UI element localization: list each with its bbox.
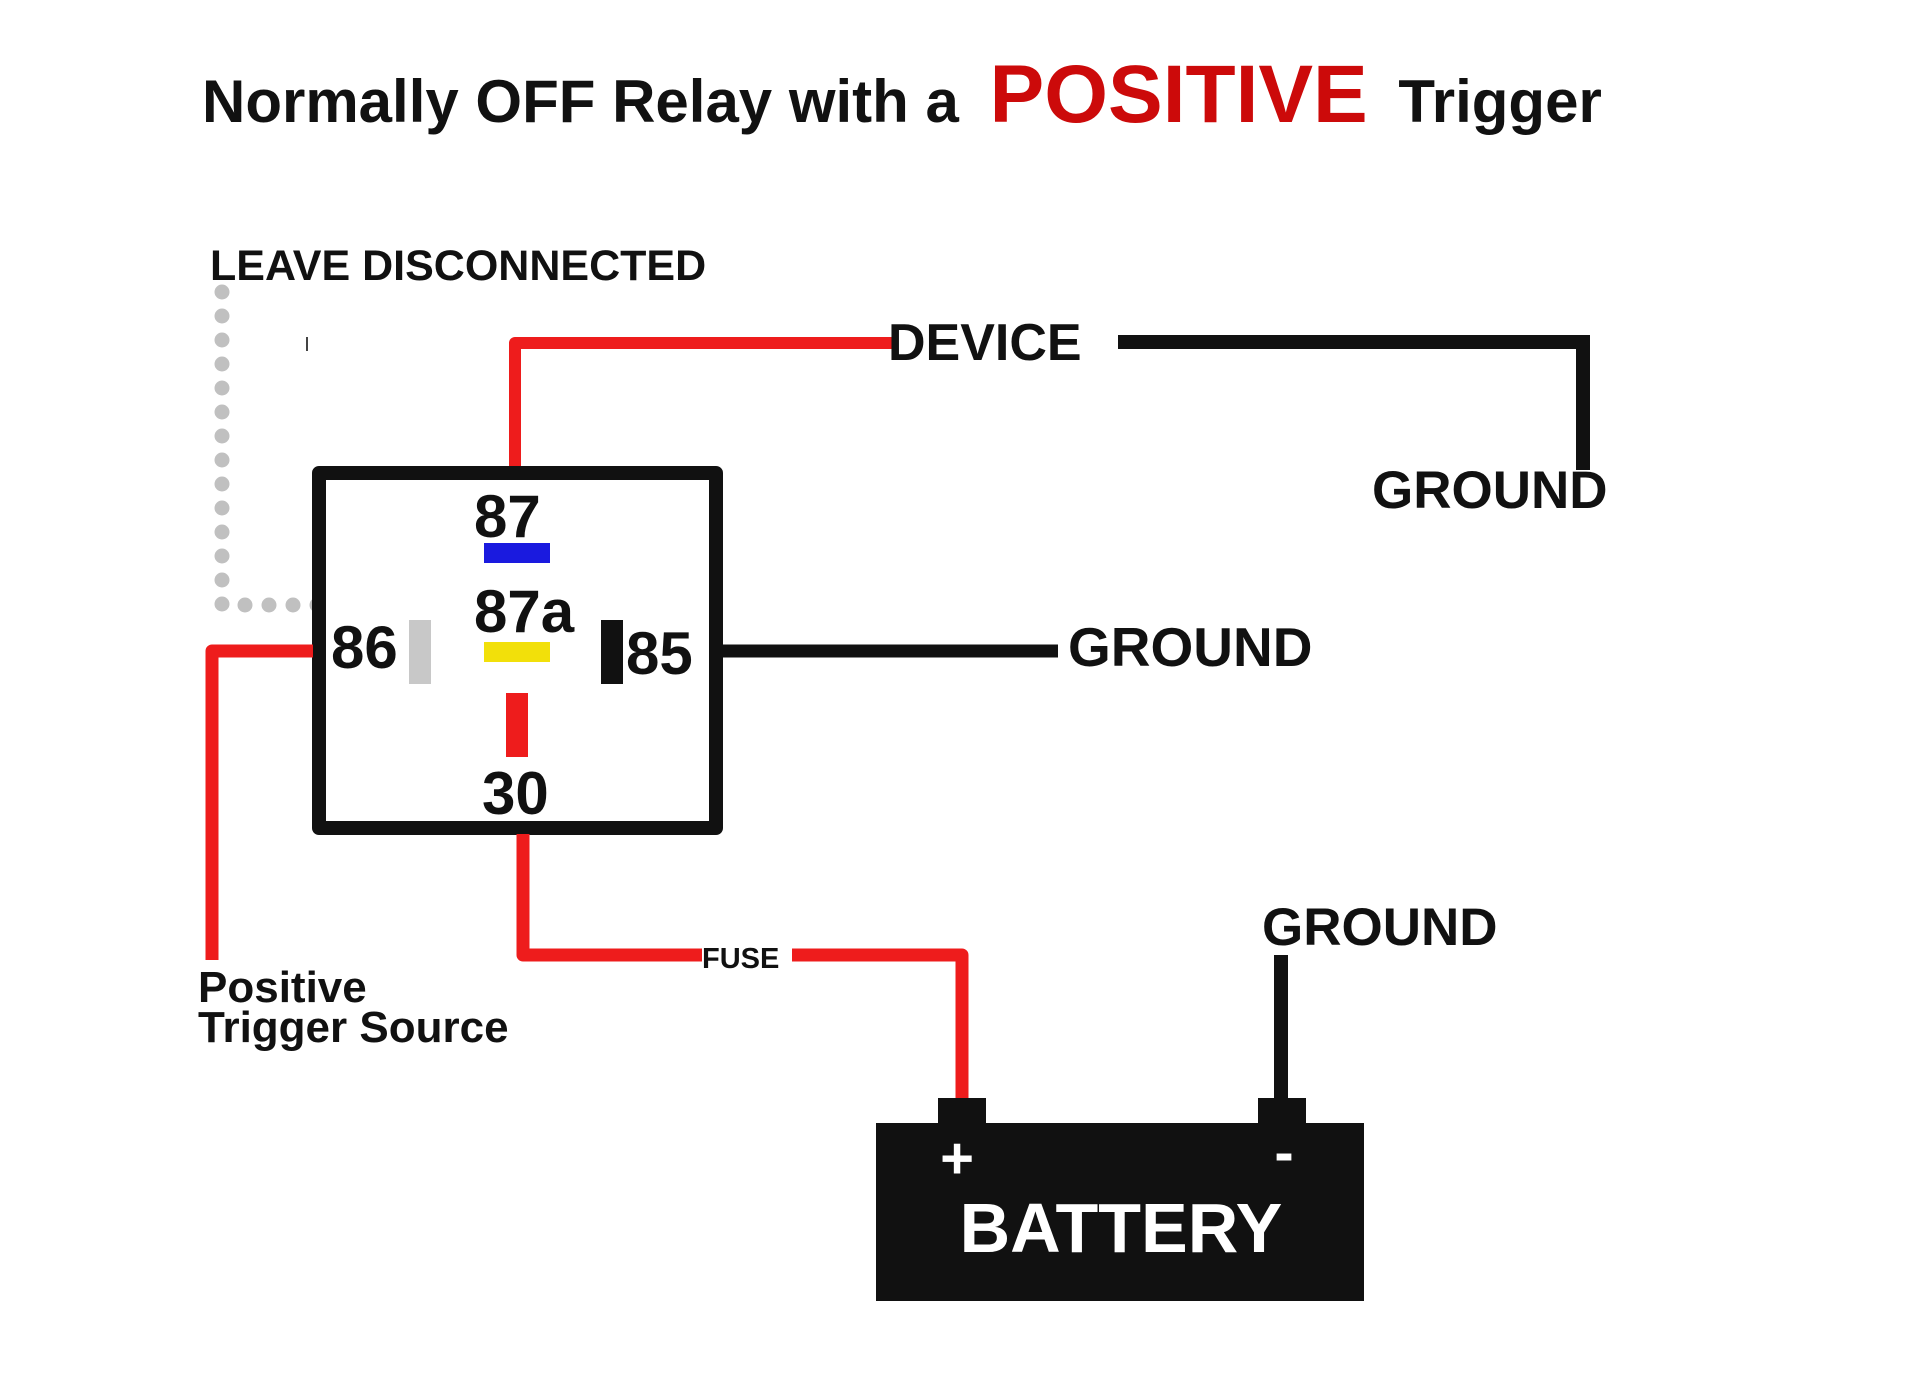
wire-fuse-to-battery-positive <box>792 948 969 1108</box>
title-part-2: Trigger <box>1398 68 1601 135</box>
battery-ground-label: GROUND <box>1262 898 1498 957</box>
battery-plus-sign: + <box>940 1126 974 1191</box>
disconnected-87a-line <box>214 284 505 613</box>
pin-86-marker <box>409 620 431 684</box>
trigger-label-line-2: Trigger Source <box>198 1003 509 1052</box>
wire-86-to-trigger <box>205 644 313 960</box>
leave-disconnected-label: LEAVE DISCONNECTED <box>210 242 706 290</box>
battery-body <box>876 1123 1364 1301</box>
pin-87-marker <box>484 543 550 563</box>
stray-mark <box>306 337 308 351</box>
pin-85-label: 85 <box>626 620 693 687</box>
pin-30-label: 30 <box>482 760 549 827</box>
pin-87a-marker <box>484 642 550 662</box>
trigger-label-line-1: Positive <box>198 963 367 1012</box>
wire-87-to-device <box>509 337 895 470</box>
relay-ground-label: GROUND <box>1068 616 1312 678</box>
wire-device-to-ground <box>1118 335 1590 470</box>
diagram-title: Normally OFF Relay with a POSITIVE Trigg… <box>202 49 1602 140</box>
pin-30-marker <box>506 693 528 757</box>
device-label: DEVICE <box>888 314 1082 372</box>
pin-87a-label: 87a <box>474 578 575 645</box>
device-ground-label: GROUND <box>1372 461 1608 520</box>
pin-87-label: 87 <box>474 483 541 550</box>
wire-30-to-fuse <box>516 834 702 962</box>
pin-86-label: 86 <box>331 614 398 681</box>
title-highlight: POSITIVE <box>990 49 1368 140</box>
fuse-label: FUSE <box>702 943 779 975</box>
title-part-1: Normally OFF Relay with a <box>202 68 959 135</box>
pin-85-marker <box>601 620 623 684</box>
battery-minus-sign: - <box>1274 1120 1293 1185</box>
battery-label: BATTERY <box>960 1189 1283 1267</box>
